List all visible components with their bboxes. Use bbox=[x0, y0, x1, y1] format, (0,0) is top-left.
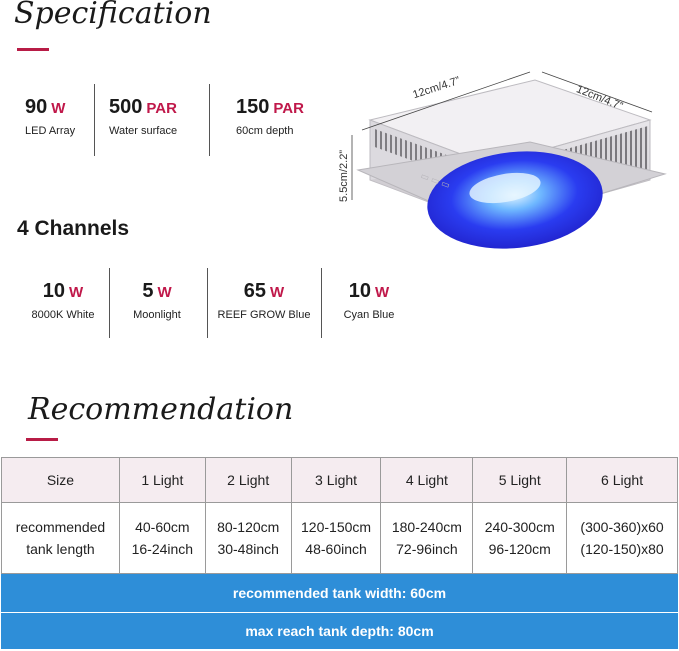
channel-divider bbox=[109, 268, 110, 338]
table-row-label: recommended tank length bbox=[1, 502, 120, 574]
specification-title: Specification bbox=[14, 0, 212, 31]
tank-width-bar: recommended tank width: 60cm bbox=[1, 574, 678, 613]
channel-unit: W bbox=[157, 284, 172, 301]
recommendation-underline bbox=[26, 438, 58, 441]
spec-unit: W bbox=[51, 100, 66, 117]
table-header-cell: 1 Light bbox=[118, 457, 206, 503]
channel-label: REEF GROW Blue bbox=[217, 309, 311, 321]
channel-value: 10 bbox=[348, 280, 372, 302]
cell-line: 16-24inch bbox=[131, 541, 194, 557]
channels-title: 4 Channels bbox=[17, 217, 130, 240]
channel-unit: W bbox=[375, 284, 390, 301]
table-header-cell: 5 Light bbox=[472, 457, 568, 503]
cell-line: 72-96inch bbox=[396, 541, 458, 557]
spec-label: LED Array bbox=[25, 125, 76, 137]
spec-unit: PAR bbox=[146, 100, 177, 117]
cell-line: 48-60inch bbox=[305, 541, 367, 557]
row-label-line: recommended bbox=[15, 519, 106, 535]
spec-value: 90 bbox=[25, 96, 48, 118]
table-cell: (300-360)x60 (120-150)x80 bbox=[566, 502, 678, 574]
spec-divider bbox=[94, 84, 95, 156]
table-header-cell: 4 Light bbox=[380, 457, 474, 503]
channel-unit: W bbox=[270, 284, 285, 301]
recommendation-title: Recommendation bbox=[28, 392, 294, 427]
table-header-row: Size 1 Light 2 Light 3 Light 4 Light 5 L… bbox=[1, 457, 678, 503]
spec-value: 500 bbox=[109, 96, 143, 118]
table-header-cell: 6 Light bbox=[566, 457, 678, 503]
recommendation-table: Size 1 Light 2 Light 3 Light 4 Light 5 L… bbox=[1, 457, 678, 574]
cell-line: 96-120cm bbox=[488, 541, 551, 557]
led-light-illustration: ▭ ▭ ▭ bbox=[351, 71, 667, 249]
table-cell: 240-300cm 96-120cm bbox=[472, 502, 568, 574]
table-header-cell: Size bbox=[1, 457, 120, 503]
cell-line: 180-240cm bbox=[391, 519, 462, 535]
channel-divider bbox=[207, 268, 208, 338]
cell-line: (300-360)x60 bbox=[580, 519, 664, 535]
cell-line: 120-150cm bbox=[301, 519, 372, 535]
table-header-cell: 2 Light bbox=[204, 457, 292, 503]
channel-value: 65 bbox=[243, 280, 267, 302]
channel-value: 10 bbox=[42, 280, 66, 302]
table-cell: 80-120cm 30-48inch bbox=[204, 502, 292, 574]
channel-label: 8000K White bbox=[31, 309, 95, 321]
row-label-line: tank length bbox=[26, 541, 95, 557]
channel-unit: W bbox=[69, 284, 84, 301]
spec-label: Water surface bbox=[109, 125, 178, 137]
spec-label: 60cm depth bbox=[236, 125, 294, 137]
dimension-height: 5.5cm/2.2” bbox=[337, 150, 350, 202]
specification-underline bbox=[17, 48, 49, 51]
cell-line: 30-48inch bbox=[217, 541, 279, 557]
spec-divider bbox=[209, 84, 210, 156]
channel-label: Moonlight bbox=[133, 309, 181, 321]
table-header-cell: 3 Light bbox=[290, 457, 382, 503]
spec-unit: PAR bbox=[273, 100, 304, 117]
channel-divider bbox=[321, 268, 322, 338]
cell-line: 80-120cm bbox=[217, 519, 280, 535]
channel-value: 5 bbox=[142, 280, 154, 302]
cell-line: (120-150)x80 bbox=[580, 541, 664, 557]
cell-line: 40-60cm bbox=[135, 519, 190, 535]
channel-label: Cyan Blue bbox=[343, 309, 395, 321]
cell-line: 240-300cm bbox=[484, 519, 555, 535]
table-cell: 120-150cm 48-60inch bbox=[290, 502, 382, 574]
spec-value: 150 bbox=[236, 96, 270, 118]
table-cell: 180-240cm 72-96inch bbox=[380, 502, 474, 574]
tank-depth-bar: max reach tank depth: 80cm bbox=[1, 613, 678, 649]
table-cell: 40-60cm 16-24inch bbox=[118, 502, 206, 574]
